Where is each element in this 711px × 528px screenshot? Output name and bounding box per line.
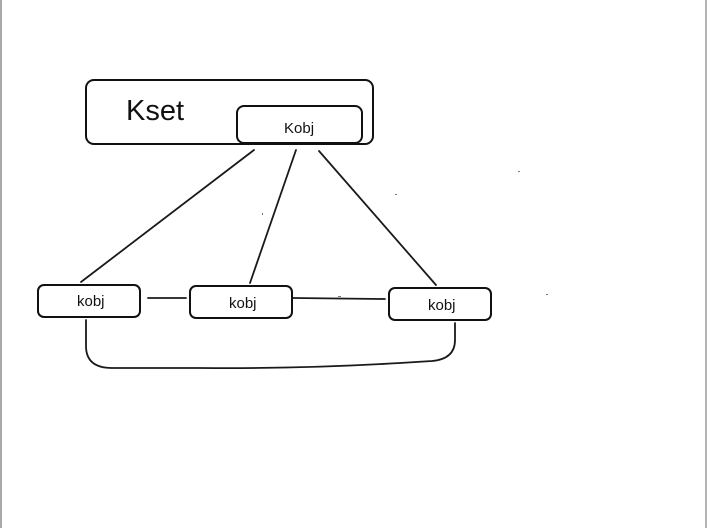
child-kobj-label-2: kobj	[229, 295, 257, 312]
child-kobj-label-3: kobj	[428, 297, 456, 314]
kobj-member-label: Kobj	[284, 120, 314, 137]
right-border	[705, 0, 707, 528]
speck-4	[546, 294, 548, 295]
child-kobj-box-1	[37, 284, 141, 318]
edge-kobj-to-child-2	[249, 149, 297, 284]
edge-loop-child-1-to-child-3	[85, 319, 456, 370]
speck-5	[338, 296, 341, 297]
child-kobj-box-3	[388, 287, 492, 321]
speck-2	[395, 194, 397, 195]
kset-label: Kset	[126, 95, 184, 127]
speck-3	[262, 213, 263, 215]
kobj-member-box	[236, 105, 363, 144]
edge-kobj-to-child-1	[80, 149, 255, 283]
child-kobj-box-2	[189, 285, 293, 319]
edge-kobj-to-child-3	[318, 150, 437, 286]
left-border	[0, 0, 2, 528]
edge-child-2-to-child-3	[292, 297, 386, 300]
child-kobj-label-1: kobj	[77, 293, 105, 310]
speck-1	[518, 171, 520, 172]
